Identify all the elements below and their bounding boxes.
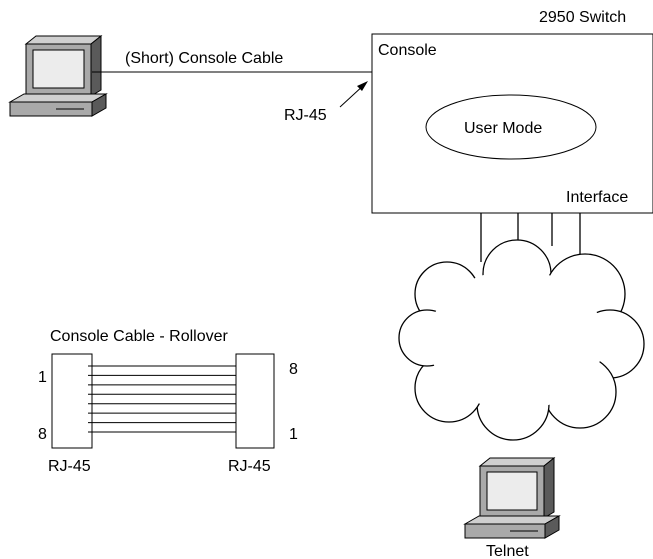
- console-port-label: Console: [378, 42, 437, 59]
- console-cable-label: (Short) Console Cable: [125, 50, 283, 67]
- rollover-left-pin-bottom: 8: [38, 426, 47, 443]
- rollover-wires: [88, 365, 236, 433]
- rollover-title: Console Cable - Rollover: [50, 328, 229, 345]
- rollover-left-connector-label: RJ-45: [48, 458, 91, 475]
- rj45-label: RJ-45: [284, 107, 327, 124]
- rollover-left-connector: [51, 353, 93, 449]
- rollover-right-connector: [235, 353, 275, 449]
- rollover-right-pin-top: 8: [289, 361, 298, 378]
- telnet-pc-icon: [463, 456, 561, 539]
- rollover-right-pin-bottom: 1: [289, 426, 298, 443]
- switch-title: 2950 Switch: [539, 9, 626, 26]
- console-pc-icon: [8, 34, 108, 117]
- interface-label: Interface: [566, 189, 628, 206]
- rollover-left-pin-top: 1: [38, 369, 47, 386]
- user-mode-label: User Mode: [464, 120, 542, 137]
- telnet-label: Telnet: [486, 543, 529, 559]
- user-mode-ellipse: [425, 94, 597, 160]
- network-cloud: [398, 239, 645, 441]
- rollover-right-connector-label: RJ-45: [228, 458, 271, 475]
- rj45-arrow: [339, 81, 368, 108]
